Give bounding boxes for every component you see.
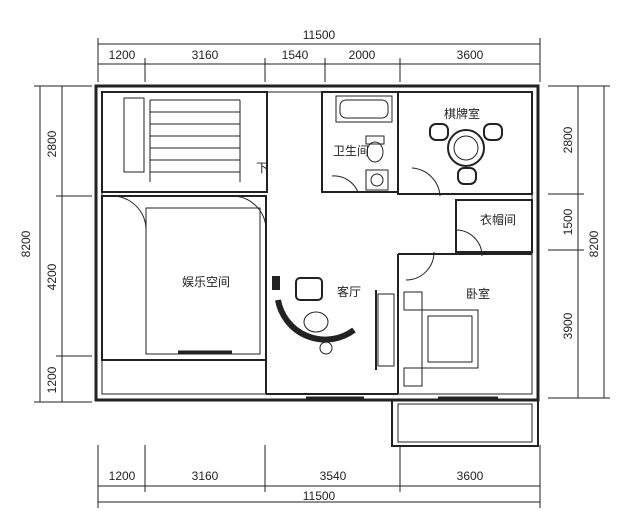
bedroom-furniture: 卧室 [403, 286, 498, 400]
stair-label: 下 [256, 161, 268, 175]
entertainment-label: 娱乐空间 [182, 275, 230, 289]
living-room-furniture: 客厅 [272, 276, 395, 400]
right-dim-2: 1500 [561, 208, 575, 235]
right-dimension-chain: 2800 1500 3900 8200 [548, 85, 610, 399]
left-dimension-chain: 8200 2800 4200 1200 [19, 85, 92, 403]
doors [111, 167, 483, 281]
bottom-dim-2: 3160 [192, 469, 219, 483]
left-total-dimension: 8200 [19, 230, 33, 257]
bathroom-fixtures: 卫生间 [333, 95, 393, 191]
living-room-label: 客厅 [337, 284, 361, 299]
chess-room-furniture: 棋牌室 [429, 106, 503, 185]
bathroom-label: 卫生间 [333, 144, 369, 158]
left-dim-2: 4200 [45, 263, 59, 290]
staircase: 下 [123, 97, 268, 182]
top-dim-4: 2000 [349, 48, 376, 62]
right-dim-1: 2800 [561, 126, 575, 153]
walls [94, 84, 540, 447]
right-total-dimension: 8200 [587, 230, 601, 257]
cloakroom-label: 衣帽间 [480, 212, 516, 227]
top-dim-3: 1540 [282, 48, 309, 62]
bottom-dim-1: 1200 [109, 469, 136, 483]
left-dim-3: 1200 [45, 366, 59, 393]
bedroom-label: 卧室 [466, 286, 490, 301]
top-dimension-chain: 11500 1200 3160 1540 2000 3600 [97, 28, 541, 82]
right-dim-3: 3900 [561, 312, 575, 339]
bottom-total-dimension: 11500 [303, 489, 336, 503]
left-dim-1: 2800 [45, 130, 59, 157]
top-dim-1: 1200 [109, 48, 136, 62]
chess-room-label: 棋牌室 [444, 106, 480, 121]
bottom-dim-4: 3600 [457, 469, 484, 483]
bottom-dim-3: 3540 [320, 469, 347, 483]
top-dim-5: 3600 [457, 48, 484, 62]
bottom-dimension-chain: 1200 3160 3540 3600 11500 [97, 445, 541, 508]
top-dim-2: 3160 [192, 48, 219, 62]
top-total-dimension: 11500 [303, 28, 336, 42]
